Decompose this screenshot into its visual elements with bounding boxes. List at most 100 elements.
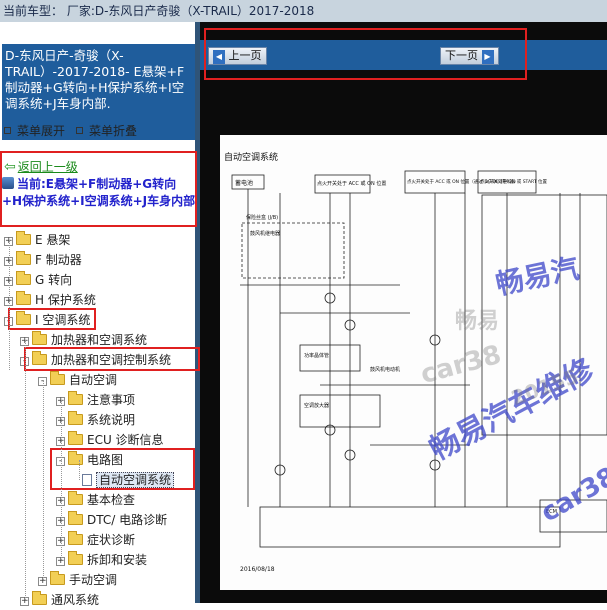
expand-all-icon [4, 127, 11, 134]
tree-guide-line [61, 400, 62, 560]
tree-item-label: 自动空调系统 [96, 472, 175, 488]
tree-item[interactable]: +ECU 诊断信息 [56, 430, 164, 450]
amplifier-box [299, 394, 381, 428]
prev-page-button[interactable]: ◀ 上一页 [208, 47, 267, 65]
folder-icon [32, 351, 47, 365]
window-title-bar: 当前车型： 厂家:D-东风日产奇骏（X-TRAIL）2017-2018 [0, 0, 607, 22]
vehicle-model-text: D-东风日产-奇骏（X-TRAIL）-2017-2018- E悬架+F制动器+G… [5, 48, 185, 111]
tree-item[interactable]: + 注意事项 [56, 390, 135, 410]
tree-item[interactable]: 自动空调系统 [74, 470, 175, 490]
page-nav-bar [200, 40, 607, 70]
tree-item[interactable]: + E 悬架 [4, 230, 70, 250]
folder-icon [16, 231, 31, 245]
folder-icon [32, 331, 47, 345]
expand-icon[interactable]: + [56, 536, 65, 546]
label-acc: 点火开关处于 ACC 或 ON 位置 [317, 180, 386, 187]
tree-item[interactable]: +通风系统 [20, 590, 99, 610]
tree-item-label: 加热器和空调控制系统 [51, 353, 172, 367]
tree-item-label: 症状诊断 [87, 533, 136, 547]
expand-icon[interactable]: + [38, 576, 47, 586]
acc-switch-box [314, 174, 371, 194]
expand-all-button[interactable]: 菜单展开 [4, 122, 65, 139]
folder-icon [16, 251, 31, 265]
tree-item[interactable]: +H 保护系统 [4, 290, 96, 310]
document-icon [82, 474, 92, 486]
collapse-icon[interactable]: - [56, 457, 65, 466]
tree-item[interactable]: - 自动空调 [38, 370, 117, 390]
prev-arrow-icon: ◀ [213, 50, 225, 64]
tree-item-label: 拆卸和安装 [87, 553, 148, 567]
folder-icon [68, 411, 83, 425]
tree-item[interactable]: + 加热器和空调系统 [20, 330, 147, 350]
highlight-box-current [0, 151, 197, 227]
tree-item[interactable]: + 拆卸和安装 [56, 550, 147, 570]
label-ecm: ECM [546, 509, 557, 515]
folder-icon [68, 431, 83, 445]
ecm-box [539, 499, 607, 533]
tree-item[interactable]: + 系统说明 [56, 410, 135, 430]
tree-item[interactable]: - 电路图 [56, 450, 123, 470]
expand-icon[interactable]: + [4, 256, 13, 266]
fuse-block [241, 222, 345, 279]
expand-icon[interactable]: + [4, 236, 13, 246]
tree-item[interactable]: + F 制动器 [4, 250, 82, 270]
tree-item[interactable]: + G 转向 [4, 270, 72, 290]
folder-icon [68, 511, 83, 525]
tree-item[interactable]: +DTC/ 电路诊断 [56, 510, 167, 530]
highlight-box-nav [204, 28, 527, 80]
highlight-box-circuit [50, 448, 195, 490]
expand-icon[interactable]: + [4, 276, 13, 286]
diagram-title: 自动空调系统 [224, 151, 278, 163]
expand-icon[interactable]: + [56, 516, 65, 526]
folder-icon [16, 271, 31, 285]
label-battery: 蓄电池 [235, 179, 253, 187]
window-title: 当前车型： 厂家:D-东风日产奇骏（X-TRAIL）2017-2018 [3, 4, 315, 18]
folder-icon [16, 311, 31, 325]
tree-item-label: 注意事项 [87, 393, 136, 407]
expand-icon[interactable]: + [56, 436, 65, 446]
tree-guide-line [79, 460, 80, 480]
folder-icon [50, 371, 65, 385]
expand-icon[interactable]: + [56, 396, 65, 406]
tree-item-label: 自动空调 [69, 373, 118, 387]
tree-item[interactable]: +基本检查 [56, 490, 135, 510]
tree-item[interactable]: + 手动空调 [38, 570, 117, 590]
folder-icon [68, 551, 83, 565]
tree-item-label: 加热器和空调系统 [51, 333, 148, 347]
tree-item-label: F 制动器 [35, 253, 82, 267]
tree-item-label: G 转向 [35, 273, 73, 287]
label-fuse-block: 保险丝盒 (J/B) [246, 214, 278, 221]
folder-icon [50, 571, 65, 585]
folder-icon [68, 491, 83, 505]
tree-guide-line [9, 240, 10, 370]
vehicle-model-banner: D-东风日产-奇骏（X-TRAIL）-2017-2018- E悬架+F制动器+G… [2, 44, 195, 140]
expand-icon[interactable]: + [20, 336, 29, 346]
label-power-transistor: 功率晶体管 [304, 352, 329, 359]
folder-icon [68, 531, 83, 545]
current-path: 当前:E悬架+F制动器+G转向+H保护系统+I空调系统+J车身内部 [2, 177, 196, 208]
tree-item-label: E 悬架 [35, 233, 71, 247]
tree-guide-line [43, 380, 44, 580]
tree-item-label: 手动空调 [69, 573, 118, 587]
expand-icon[interactable]: + [56, 416, 65, 426]
diagram-date: 2016/08/18 [240, 566, 275, 573]
next-page-button[interactable]: 下一页 ▶ [440, 47, 499, 65]
tree-item-label: 系统说明 [87, 413, 136, 427]
label-blower-relay: 鼓风机继电器 [250, 230, 280, 237]
collapse-icon[interactable]: - [38, 377, 47, 386]
ecm-region [481, 194, 607, 436]
expand-icon[interactable]: + [56, 496, 65, 506]
tree-item[interactable]: + 症状诊断 [56, 530, 135, 550]
collapse-all-button[interactable]: 菜单折叠 [76, 122, 137, 139]
highlight-box-aircon [8, 308, 96, 330]
tree-item-label: 电路图 [87, 453, 124, 467]
tree-item-label: 通风系统 [51, 593, 100, 607]
back-link[interactable]: ⇦返回上一级 [4, 159, 78, 175]
wiring-diagram: 自动空调系统 蓄电池 点火开关处于 ACC 或 ON 位置 点火开关处于 ACC… [224, 151, 607, 573]
panel-splitter[interactable] [195, 22, 200, 603]
ground-box [259, 506, 561, 548]
expand-icon[interactable]: + [56, 556, 65, 566]
folder-icon [68, 391, 83, 405]
folder-icon [32, 591, 47, 605]
expand-icon[interactable]: + [4, 296, 13, 306]
